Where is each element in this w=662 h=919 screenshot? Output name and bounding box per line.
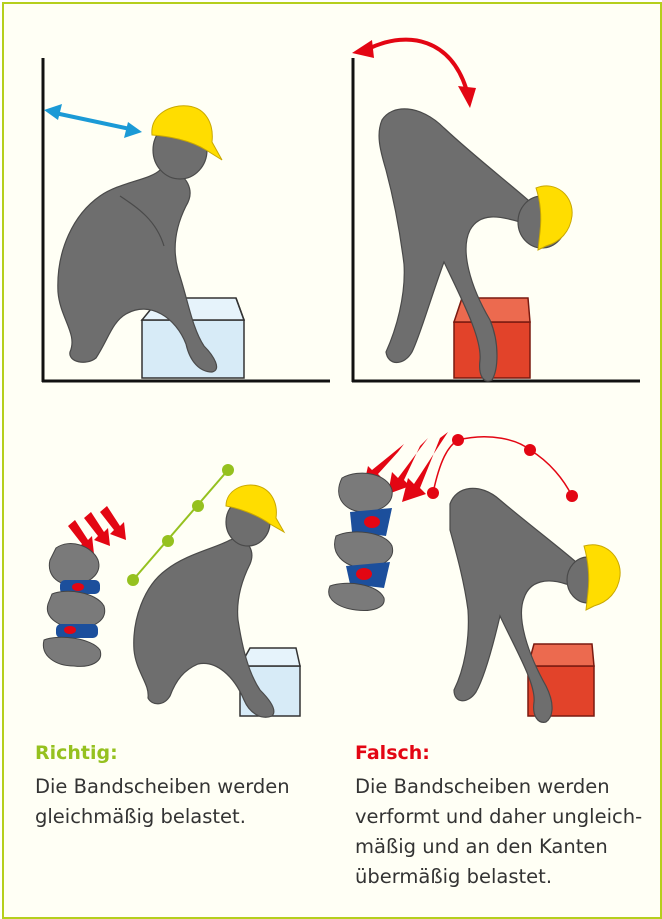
panel-correct-spine <box>43 464 300 717</box>
caption-line: mäßig und an den Kanten <box>355 832 645 862</box>
caption-wrong-body: Die Bandscheiben werden verformt und dah… <box>355 772 645 892</box>
caption-right-body: Die Bandscheiben werden gleichmäßig bela… <box>35 772 315 832</box>
helmet-icon <box>536 186 572 250</box>
caption-line: Die Bandscheiben werden <box>355 772 645 802</box>
caption-right-heading: Richtig: <box>35 742 315 764</box>
panel-wrong-spine <box>329 432 620 722</box>
helmet-icon <box>584 545 620 610</box>
spine-straight <box>43 544 104 667</box>
caption-right: Richtig: Die Bandscheiben werden gleichm… <box>35 742 315 832</box>
person-squatting <box>58 121 217 372</box>
spine-bent <box>329 473 393 610</box>
caption-line: übermäßig belastet. <box>355 862 645 892</box>
bend-arrow-icon <box>352 40 476 108</box>
back-curve-indicator <box>427 434 578 502</box>
caption-line: verformt und daher ungleich- <box>355 802 645 832</box>
caption-line: Die Bandscheiben werden <box>35 772 315 802</box>
caption-line: gleichmäßig belastet. <box>35 802 315 832</box>
panel-wrong-lift <box>352 40 640 382</box>
person-squatting <box>134 498 274 717</box>
caption-wrong-heading: Falsch: <box>355 742 645 764</box>
panel-correct-lift <box>42 58 330 382</box>
distance-arrow-icon <box>44 104 142 138</box>
caption-wrong: Falsch: Die Bandscheiben werden verformt… <box>355 742 645 892</box>
